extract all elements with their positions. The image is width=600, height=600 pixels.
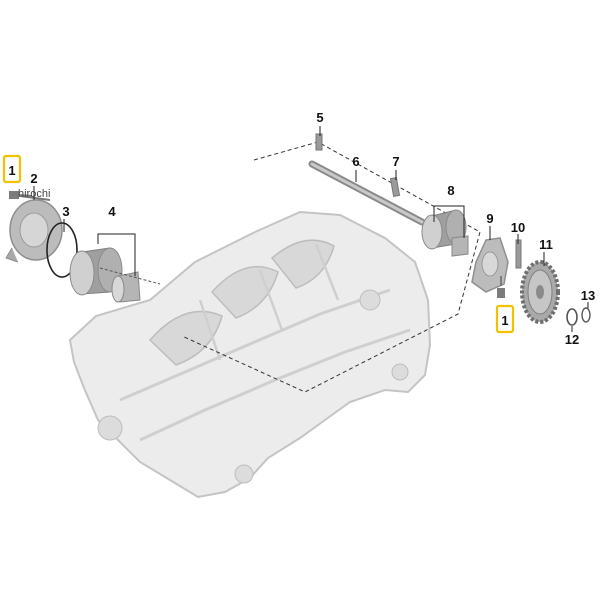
highlight-box-left (2, 154, 22, 184)
part-8-rotor-set (421, 209, 469, 257)
part-3-o-ring (46, 222, 78, 278)
crankcase-bore-2 (210, 265, 279, 319)
callout-13: 13 (581, 288, 595, 303)
crankcase (68, 210, 432, 499)
watermark: hirochi (18, 188, 50, 200)
part-2-pump-cover (5, 195, 63, 263)
part-6-shaft (308, 160, 426, 226)
callout-9: 9 (486, 211, 493, 226)
assembly-dashed-boundary (181, 141, 481, 393)
part-1-bolt-right (497, 276, 505, 298)
part-1-bolt-left (9, 191, 33, 199)
crankcase-rib-1 (119, 288, 391, 402)
crankcase-rib-2 (139, 328, 411, 442)
crankcase-boss-4 (359, 289, 381, 311)
callout-5: 5 (316, 110, 323, 125)
highlight-box-right (495, 304, 515, 334)
part-4-rotor-set (69, 247, 161, 303)
callout-3: 3 (62, 204, 69, 219)
callout-6: 6 (352, 154, 359, 169)
part-5-pin (315, 133, 323, 151)
leader-lines (33, 126, 589, 332)
callout-10: 10 (511, 220, 525, 235)
callout-1-left: 1 (8, 163, 15, 178)
callout-1-right: 1 (501, 313, 508, 328)
part-10-pin (515, 239, 522, 269)
part-9-pump-cover (471, 237, 509, 293)
callout-7: 7 (392, 154, 399, 169)
part-7-pin (389, 177, 401, 197)
callout-8: 8 (447, 183, 454, 198)
callout-11: 11 (539, 237, 553, 252)
crankcase-body (68, 210, 432, 499)
crankcase-rib-3 (198, 243, 340, 361)
callout-4: 4 (108, 204, 116, 219)
part-13-circlip (581, 307, 591, 323)
crankcase-boss-1 (97, 415, 123, 441)
callout-12: 12 (565, 332, 579, 347)
crankcase-boss-2 (234, 464, 254, 484)
part-12-washer (566, 308, 578, 326)
crankcase-boss-3 (391, 363, 409, 381)
callout-2: 2 (30, 171, 37, 186)
part-11-sprocket (520, 260, 560, 324)
